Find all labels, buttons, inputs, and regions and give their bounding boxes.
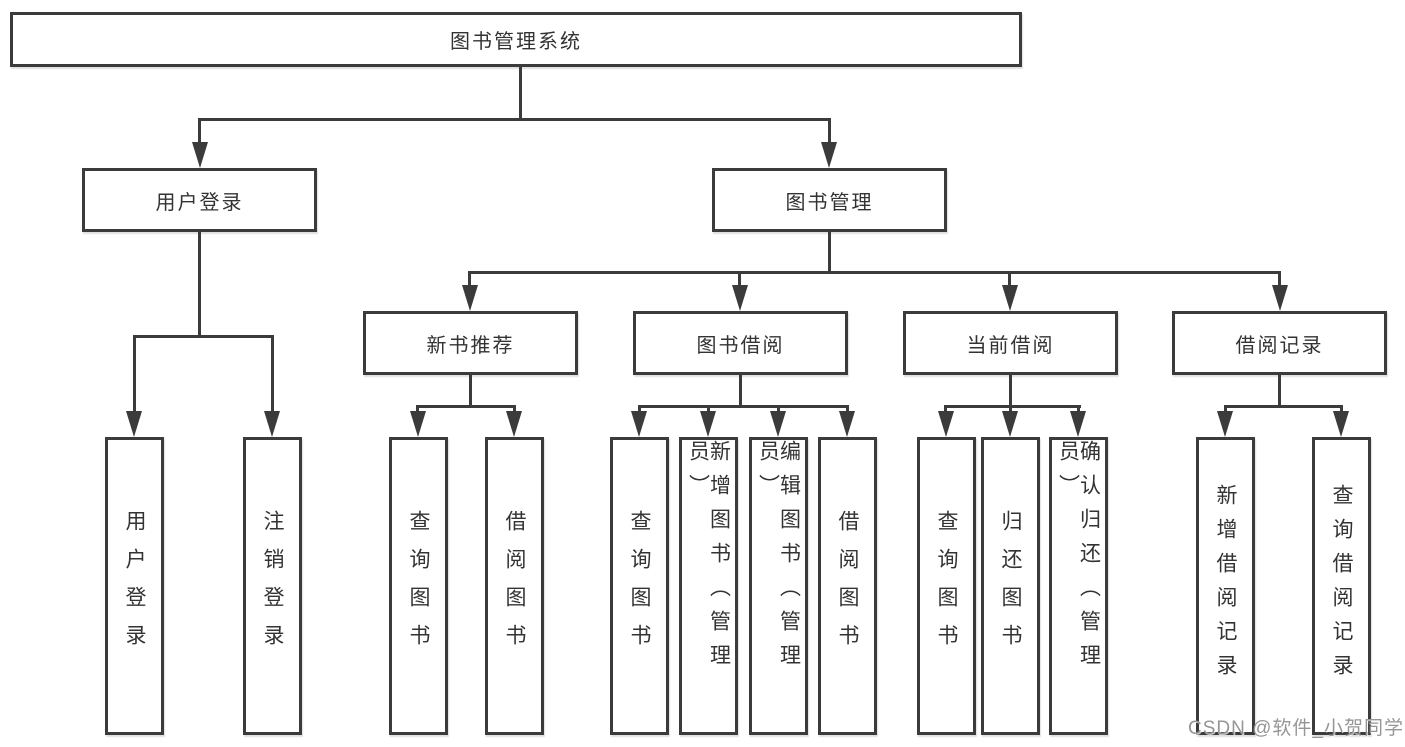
node-leaf-confirm-return-admin-label: 确认归还（管理员） [1056,440,1101,678]
node-leaf-query-books-current: 查询图书 [917,437,976,735]
connector-drop-leaf-user-login [133,335,136,413]
csdn-watermark: CSDN @软件_小贺同学 [1188,718,1404,739]
node-leaf-borrow-books-borrowing-label: 借阅图书 [836,510,859,662]
connector-drop-add-borrow-record [1224,405,1227,414]
arrow-leaf-logout [264,411,280,437]
node-root-system: 图书管理系统 [10,12,1022,67]
node-book-management: 图书管理 [712,168,947,232]
arrow-add-borrow-record [1217,411,1233,437]
node-leaf-edit-books-admin-label: 编辑图书（管理员） [756,440,801,678]
connector-drop-book-borrowing [738,271,741,287]
node-leaf-borrow-books-recommend: 借阅图书 [485,437,544,735]
node-leaf-query-books-borrowing-label: 查询图书 [628,510,651,662]
connector-drop-current-borrowing [1008,271,1011,287]
connector-drop-query-books-current [944,405,947,414]
node-leaf-add-books-admin-label: 新增图书（管理员） [686,440,731,678]
connector-drop-user-login [198,118,201,146]
connector-drop-add-books-admin [707,405,710,414]
node-leaf-query-borrow-record-label: 查询借阅记录 [1330,484,1353,688]
node-leaf-user-login-label: 用户登录 [123,510,146,662]
connector-drop-query-books-borrowing [638,405,641,414]
node-user-login-label: 用户登录 [155,191,244,214]
connector-current-trunk [1009,373,1012,407]
arrow-query-books-current [938,411,954,437]
connector-user-login-junction [133,335,274,338]
node-leaf-query-books-recommend-label: 查询图书 [407,510,430,662]
connector-drop-edit-books-admin [777,405,780,414]
node-book-borrowing-label: 图书借阅 [696,334,785,357]
connector-new-book-trunk [469,373,472,407]
arrow-borrow-books-recommend [506,411,522,437]
connector-book-management-trunk [828,230,831,273]
connector-drop-confirm-return [1077,405,1080,414]
connector-root-trunk [519,64,522,120]
arrow-query-books-recommend [410,411,426,437]
node-leaf-return-books-label: 归还图书 [999,510,1022,662]
node-leaf-query-books-borrowing: 查询图书 [610,437,669,735]
node-leaf-add-borrow-record: 新增借阅记录 [1196,437,1255,735]
node-leaf-add-borrow-record-label: 新增借阅记录 [1214,484,1237,688]
connector-new-book-junction [416,405,516,408]
node-leaf-confirm-return-admin: 确认归还（管理员） [1049,437,1108,735]
connector-drop-borrow-books-recommend [513,405,516,414]
node-new-book-recommend: 新书推荐 [363,311,578,375]
connector-drop-query-borrow-record [1340,405,1343,414]
connector-user-login-trunk [198,230,201,337]
node-leaf-edit-books-admin: 编辑图书（管理员） [749,437,808,735]
connector-level2-junction [198,118,831,121]
node-borrowing-records-label: 借阅记录 [1235,334,1324,357]
arrow-book-management [821,142,837,168]
arrow-new-book-recommend [462,285,478,311]
arrow-leaf-user-login [126,411,142,437]
node-root-label: 图书管理系统 [450,31,582,53]
arrow-edit-books-admin [770,411,786,437]
arrow-user-login [192,142,208,168]
connector-borrowing-trunk [739,373,742,407]
node-leaf-logout-label: 注销登录 [261,510,284,662]
arrow-borrowing-records [1272,285,1288,311]
arrow-borrow-books-borrowing [839,411,855,437]
node-book-borrowing: 图书借阅 [633,311,848,375]
connector-borrowing-junction [638,405,849,408]
connector-drop-book-management [828,118,831,146]
node-leaf-user-login: 用户登录 [105,437,164,735]
node-leaf-query-books-recommend: 查询图书 [389,437,448,735]
arrow-current-borrowing [1002,285,1018,311]
node-leaf-query-books-current-label: 查询图书 [935,510,958,662]
node-leaf-return-books: 归还图书 [981,437,1040,735]
arrow-return-books [1002,411,1018,437]
connector-drop-leaf-logout [271,335,274,413]
node-borrowing-records: 借阅记录 [1172,311,1387,375]
connector-drop-borrow-books-borrowing [846,405,849,414]
node-leaf-add-books-admin: 新增图书（管理员） [679,437,738,735]
connector-drop-borrowing-records [1278,271,1281,287]
arrow-add-books-admin [700,411,716,437]
node-current-borrowing-label: 当前借阅 [966,334,1055,357]
connector-level3-junction [468,271,1281,274]
connector-records-trunk [1278,373,1281,407]
arrow-confirm-return [1070,411,1086,437]
node-leaf-query-borrow-record: 查询借阅记录 [1312,437,1371,735]
connector-drop-return-books [1009,405,1012,414]
arrow-query-books-borrowing [631,411,647,437]
node-user-login: 用户登录 [82,168,317,232]
node-book-management-label: 图书管理 [785,191,874,214]
node-leaf-borrow-books-borrowing: 借阅图书 [818,437,877,735]
arrow-query-borrow-record [1333,411,1349,437]
connector-drop-query-books-recommend [416,405,419,414]
node-current-borrowing: 当前借阅 [903,311,1118,375]
connector-records-junction [1224,405,1343,408]
connector-drop-new-book-recommend [468,271,471,287]
arrow-book-borrowing [732,285,748,311]
connector-current-junction [944,405,1081,408]
node-leaf-logout: 注销登录 [243,437,302,735]
node-new-book-recommend-label: 新书推荐 [426,334,515,357]
node-leaf-borrow-books-recommend-label: 借阅图书 [503,510,526,662]
